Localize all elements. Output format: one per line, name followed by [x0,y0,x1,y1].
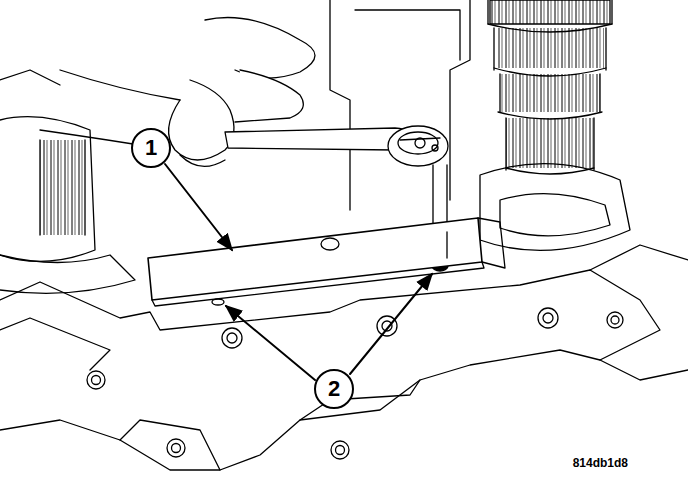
callout-number: 1 [145,137,157,159]
callout-circle: 1 [131,128,171,168]
callout-circle: 2 [314,369,354,409]
figure-id: 814db1d8 [573,456,628,470]
callout-number: 2 [328,378,340,400]
